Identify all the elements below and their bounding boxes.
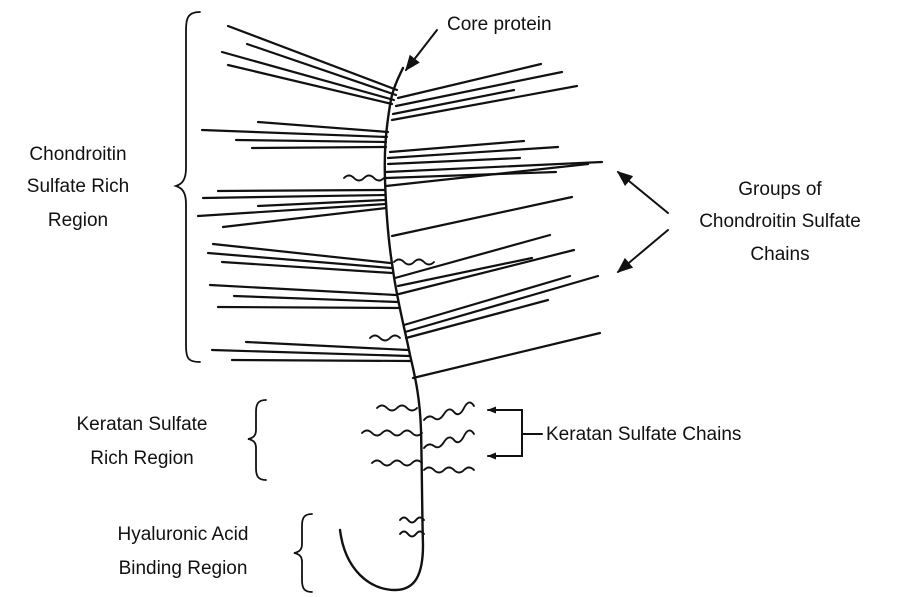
ks-chains-label: Keratan Sulfate Chains <box>546 424 741 445</box>
svg-text:Keratan Sulfate: Keratan Sulfate <box>77 414 208 435</box>
core-protein-label: Core protein <box>447 14 552 35</box>
ha-binding-region-label: Hyaluronic Acid Binding Region <box>118 524 249 579</box>
svg-text:Hyaluronic Acid: Hyaluronic Acid <box>118 524 249 545</box>
svg-text:Binding Region: Binding Region <box>119 558 248 579</box>
keratan-sulfate-chains <box>362 402 474 472</box>
ks-chains-bracket <box>490 410 522 456</box>
cs-groups-arrow-up <box>618 172 668 213</box>
ks-rich-region-label: Keratan Sulfate Rich Region <box>77 414 208 469</box>
ks-region-brace <box>248 400 266 480</box>
chondroitin-sulfate-chains-right <box>386 64 602 378</box>
svg-text:Chondroitin: Chondroitin <box>29 144 126 165</box>
svg-text:Rich Region: Rich Region <box>90 448 194 469</box>
svg-text:Chondroitin Sulfate: Chondroitin Sulfate <box>699 211 861 232</box>
ha-region-brace <box>294 514 312 592</box>
cs-rich-region-label: Chondroitin Sulfate Rich Region <box>27 144 129 231</box>
cs-region-brace <box>176 12 200 362</box>
svg-text:Chains: Chains <box>750 244 809 265</box>
svg-text:Sulfate Rich: Sulfate Rich <box>27 176 129 197</box>
core-protein-arrow <box>406 30 437 70</box>
ha-binding-wiggles <box>400 518 424 537</box>
cs-groups-arrow-down <box>618 230 668 272</box>
chondroitin-sulfate-chains-left <box>198 26 410 361</box>
svg-text:Region: Region <box>48 210 108 231</box>
svg-text:Groups of: Groups of <box>738 179 822 200</box>
cs-groups-label: Groups of Chondroitin Sulfate Chains <box>699 179 861 265</box>
